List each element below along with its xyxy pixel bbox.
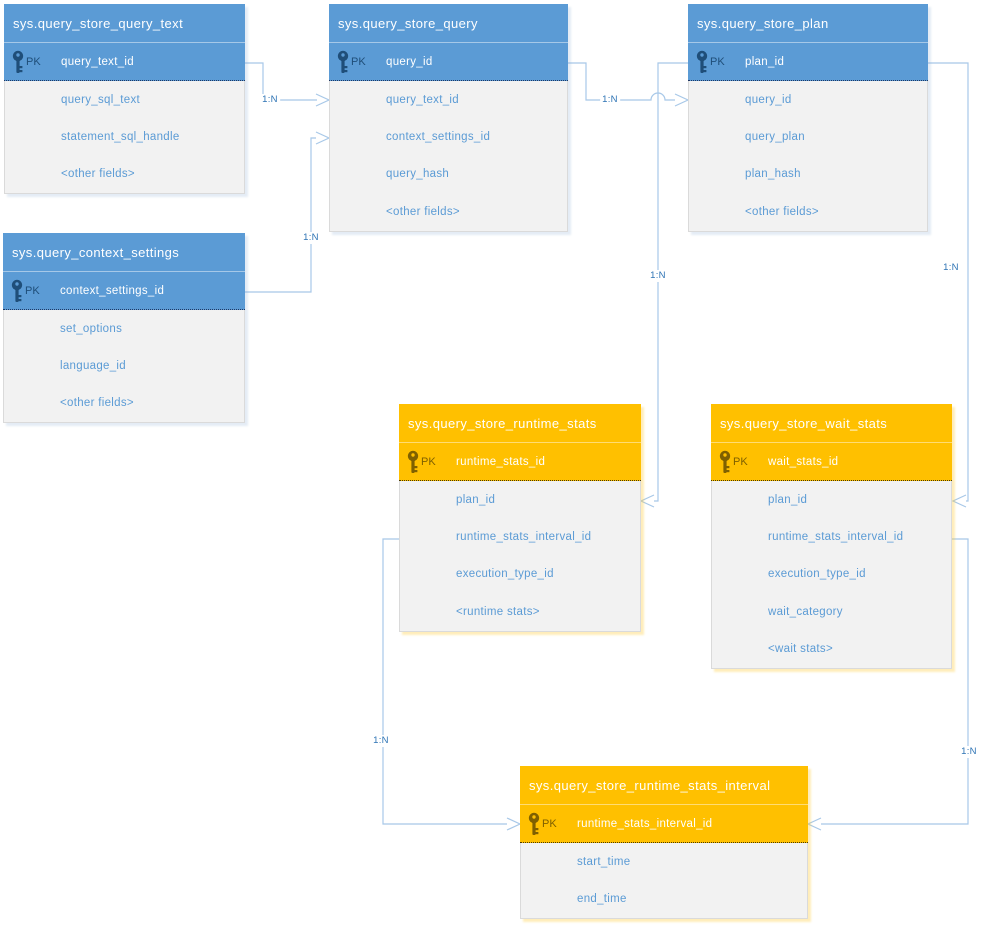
pk-badge: PK: [25, 284, 40, 297]
table-query-store-query: sys.query_store_query PK query_id query_…: [329, 4, 568, 232]
table-query-store-runtime-stats-interval: sys.query_store_runtime_stats_interval P…: [520, 766, 808, 919]
pk-row: PK query_id: [329, 43, 568, 81]
table-field: <other fields>: [745, 205, 819, 218]
pk-field-name: runtime_stats_interval_id: [577, 817, 713, 830]
primary-key-icon: [406, 450, 420, 474]
table-field: wait_category: [768, 605, 843, 618]
cardinality-label: 1:N: [371, 735, 391, 747]
arrowhead-plan-to-runtimestats: [639, 494, 655, 508]
table-field: plan_id: [456, 493, 496, 506]
field-list: set_options language_id <other fields>: [3, 310, 245, 424]
table-field: runtime_stats_interval_id: [456, 531, 592, 544]
table-field: query_id: [745, 93, 792, 106]
pk-row: PK plan_id: [688, 43, 928, 81]
connector-querytext-to-query: [245, 62, 317, 101]
arrowhead-contextsettings-to-query: [315, 131, 331, 145]
table-field: query_text_id: [386, 93, 459, 106]
arrowhead-query-to-plan: [674, 93, 690, 107]
field-list: query_text_id context_settings_id query_ha…: [329, 81, 568, 232]
table-field: execution_type_id: [768, 568, 866, 581]
pk-field-name: query_id: [386, 55, 433, 68]
arrowhead-querytext-to-query: [315, 93, 331, 107]
table-field: statement_sql_handle: [61, 131, 180, 144]
cardinality-label: 1:N: [301, 232, 321, 244]
table-field: query_plan: [745, 131, 805, 144]
connector-query-to-plan: [568, 62, 675, 101]
table-field: language_id: [60, 360, 126, 373]
pk-badge: PK: [542, 817, 557, 830]
primary-key-icon: [695, 50, 709, 74]
cardinality-label: 1:N: [959, 746, 979, 758]
pk-badge: PK: [26, 55, 41, 68]
pk-field-name: plan_id: [745, 55, 785, 68]
table-title: sys.query_store_runtime_stats: [399, 404, 641, 443]
field-list: plan_id runtime_stats_interval_id executio…: [399, 481, 641, 632]
table-title: sys.query_store_plan: [688, 4, 928, 43]
table-query-store-plan: sys.query_store_plan PK plan_id query_id…: [688, 4, 928, 232]
table-query-store-runtime-stats: sys.query_store_runtime_stats PK runtime…: [399, 404, 641, 632]
pk-row: PK runtime_stats_id: [399, 443, 641, 481]
table-field: context_settings_id: [386, 131, 491, 144]
table-field: runtime_stats_interval_id: [768, 531, 904, 544]
field-list: plan_id runtime_stats_interval_id executio…: [711, 481, 952, 669]
arrowhead-runtimestats-to-interval: [506, 817, 522, 831]
table-field: end_time: [577, 893, 627, 906]
table-query-store-wait-stats: sys.query_store_wait_stats PK wait_stats…: [711, 404, 952, 669]
cardinality-label: 1:N: [941, 262, 961, 274]
table-query-store-query-text: sys.query_store_query_text PK query_text…: [4, 4, 245, 195]
table-field: set_options: [60, 322, 123, 335]
table-field: <other fields>: [386, 205, 460, 218]
pk-badge: PK: [351, 55, 366, 68]
primary-key-icon: [10, 279, 24, 303]
cardinality-label: 1:N: [260, 94, 280, 106]
pk-badge: PK: [733, 455, 748, 468]
pk-row: PK query_text_id: [4, 43, 245, 81]
cardinality-label: 1:N: [648, 270, 668, 282]
field-list: query_sql_text statement_sql_handle <other…: [4, 81, 245, 195]
cardinality-label: 1:N: [600, 94, 620, 106]
pk-field-name: query_text_id: [61, 55, 134, 68]
table-query-context-settings: sys.query_context_settings PK context_se…: [3, 233, 245, 424]
pk-field-name: wait_stats_id: [768, 455, 839, 468]
connector-contextsettings-to-query: [245, 137, 316, 293]
table-title: sys.query_context_settings: [3, 233, 245, 272]
table-title: sys.query_store_wait_stats: [711, 404, 952, 443]
table-field: plan_hash: [745, 168, 801, 181]
table-field: plan_id: [768, 493, 808, 506]
pk-row: PK runtime_stats_interval_id: [520, 805, 808, 843]
pk-row: PK wait_stats_id: [711, 443, 952, 481]
primary-key-icon: [527, 812, 541, 836]
table-field: query_hash: [386, 168, 450, 181]
primary-key-icon: [336, 50, 350, 74]
arrowhead-waitstats-to-interval: [806, 817, 822, 831]
pk-badge: PK: [710, 55, 725, 68]
table-field: execution_type_id: [456, 568, 554, 581]
table-title: sys.query_store_query_text: [4, 4, 245, 43]
table-field: <other fields>: [60, 397, 134, 410]
arrowhead-plan-to-waitstats: [951, 494, 967, 508]
table-title: sys.query_store_query: [329, 4, 568, 43]
table-field: <other fields>: [61, 168, 135, 181]
pk-field-name: context_settings_id: [60, 284, 165, 297]
primary-key-icon: [718, 450, 732, 474]
table-field: <runtime stats>: [456, 605, 540, 618]
connector-plan-to-runtimestats: [654, 62, 688, 502]
table-title: sys.query_store_runtime_stats_interval: [520, 766, 808, 805]
field-list: start_time end_time: [520, 843, 808, 919]
field-list: query_id query_plan plan_hash <other fields…: [688, 81, 928, 232]
table-field: start_time: [577, 855, 631, 868]
pk-badge: PK: [421, 455, 436, 468]
table-field: query_sql_text: [61, 93, 140, 106]
pk-field-name: runtime_stats_id: [456, 455, 546, 468]
primary-key-icon: [11, 50, 25, 74]
pk-row: PK context_settings_id: [3, 272, 245, 310]
table-field: <wait stats>: [768, 643, 833, 656]
